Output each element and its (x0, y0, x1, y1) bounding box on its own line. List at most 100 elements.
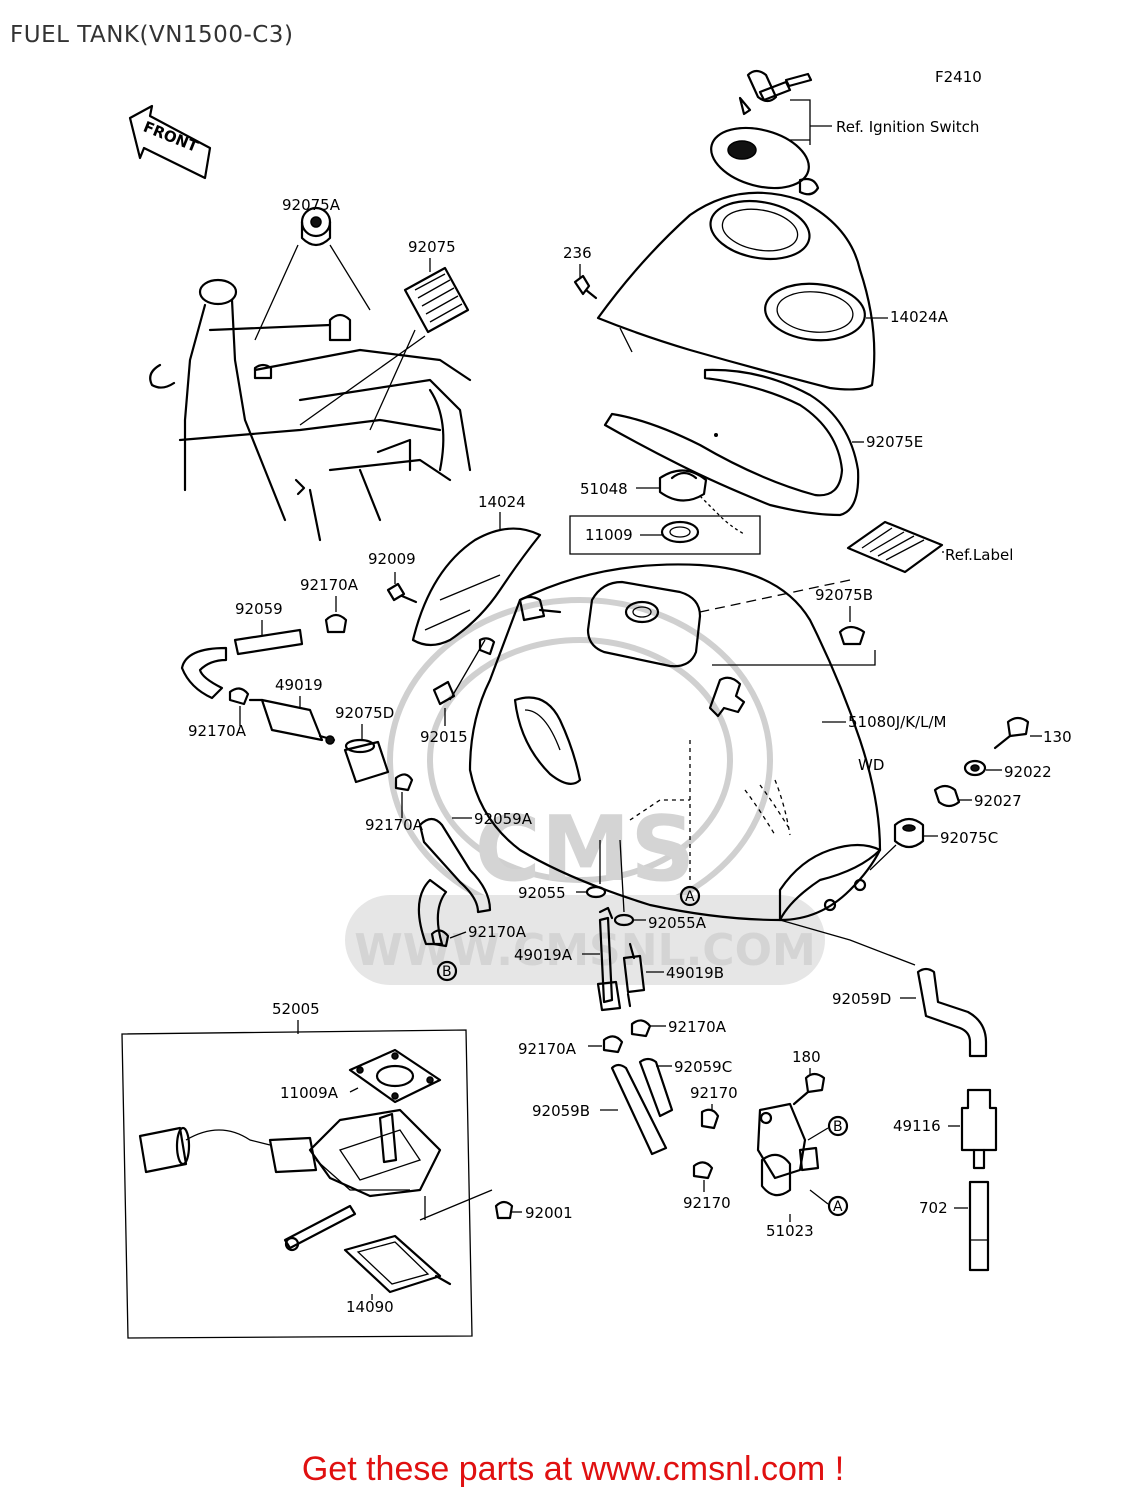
part-92059B[interactable]: 92059B (532, 1102, 590, 1120)
part-14024A[interactable]: 14024A (890, 308, 949, 326)
cmsnl-watermark: CMS WWW.CMSNL.COM (345, 597, 825, 985)
o-ring-92055A-icon (613, 913, 635, 927)
pipe-49019B-icon (622, 942, 646, 1008)
fuel-filter-49019-icon (248, 698, 336, 745)
part-92059A[interactable]: 92059A (474, 810, 533, 828)
part-11009A[interactable]: 11009A (280, 1084, 339, 1102)
ignition-cover-icon (710, 126, 820, 196)
figure-code: F2410 (935, 68, 982, 86)
damper-92075C-icon (893, 817, 925, 849)
part-180[interactable]: 180 (792, 1048, 821, 1066)
part-92059C[interactable]: 92059C (674, 1058, 732, 1076)
fuel-tank-exploded-diagram: CMS WWW.CMSNL.COM F2410 FRONT Ref. Ignit… (121, 68, 1072, 1339)
part-52005[interactable]: 52005 (272, 1000, 320, 1018)
page-title: FUEL TANK(VN1500-C3) (10, 22, 294, 48)
gasket-14090-icon (343, 1234, 452, 1294)
tank-model-code: 51080J/K/L/M (848, 713, 946, 731)
part-702[interactable]: 702 (919, 1199, 948, 1217)
hose-92059-icon (180, 628, 304, 700)
part-92170-lower[interactable]: 92170 (683, 1194, 731, 1212)
damper-92075D-icon (343, 738, 390, 784)
part-92059[interactable]: 92059 (235, 600, 283, 618)
bolt-92001-icon (494, 1200, 514, 1220)
marker-b-left: B (436, 960, 458, 982)
pipe-49019A-icon (596, 906, 622, 1012)
part-49019[interactable]: 49019 (275, 676, 323, 694)
tank-region-code: WD (858, 756, 884, 774)
svg-text:B: B (833, 1119, 843, 1135)
part-49019A[interactable]: 49019A (514, 946, 573, 964)
bolt-180-icon (792, 1072, 826, 1106)
part-92015[interactable]: 92015 (420, 728, 468, 746)
part-92170A-left[interactable]: 92170A (188, 722, 247, 740)
part-92027[interactable]: 92027 (974, 792, 1022, 810)
part-130[interactable]: 130 (1043, 728, 1072, 746)
trim-strip-icon (603, 368, 860, 517)
ref-ignition-switch: Ref. Ignition Switch (836, 118, 979, 136)
part-92170A-center[interactable]: 92170A (468, 923, 527, 941)
fuel-tank-icon (468, 563, 882, 922)
part-92075B[interactable]: 92075B (815, 586, 873, 604)
damper-92075-icon (403, 266, 470, 334)
ref-label: Ref.Label (945, 546, 1013, 564)
part-92055A[interactable]: 92055A (648, 914, 707, 932)
part-49019B[interactable]: 49019B (666, 964, 724, 982)
marker-a-upper: A (679, 885, 701, 907)
part-92055[interactable]: 92055 (518, 884, 566, 902)
washer-92022-icon (963, 759, 987, 777)
tank-cover-icon (596, 191, 876, 391)
part-236[interactable]: 236 (563, 244, 592, 262)
clamp-92170A-l-icon (602, 1035, 624, 1054)
part-92075A[interactable]: 92075A (282, 196, 341, 214)
collar-92027-icon (933, 784, 961, 808)
o-ring-92055-icon (585, 885, 607, 899)
fuel-cap-icon (658, 469, 745, 535)
part-51023[interactable]: 51023 (766, 1222, 814, 1240)
clamp-92170A-center-icon (430, 929, 450, 948)
front-arrow-icon: FRONT (128, 104, 212, 180)
svg-text:B: B (442, 964, 452, 980)
part-14024[interactable]: 14024 (478, 493, 526, 511)
marker-b-right: B (827, 1115, 849, 1137)
part-92059D[interactable]: 92059D (832, 990, 891, 1008)
hose-702-icon (968, 1180, 990, 1272)
damper-92075A-icon (300, 206, 332, 247)
part-51048[interactable]: 51048 (580, 480, 628, 498)
clip-92170-upper-icon (700, 1108, 720, 1130)
clip-92170-lower-icon (692, 1161, 714, 1180)
marker-a-lower: A (827, 1195, 849, 1217)
part-92170A-mid[interactable]: 92170A (365, 816, 424, 834)
assembly-52005-frame (121, 1029, 473, 1339)
cap-gasket-icon (660, 520, 700, 544)
hose-92059B-icon (610, 1063, 668, 1156)
svg-text:A: A (833, 1199, 843, 1215)
watermark-logo: CMS (475, 797, 695, 902)
side-cover-icon (411, 527, 562, 656)
part-11009[interactable]: 11009 (585, 526, 633, 544)
bolt-130-icon (993, 716, 1030, 750)
svg-text:A: A (685, 889, 695, 905)
part-92170A-upper[interactable]: 92170A (300, 576, 359, 594)
ref-label-plate-icon (846, 520, 944, 574)
part-92009[interactable]: 92009 (368, 550, 416, 568)
clamp-92170A-r-icon (630, 1019, 652, 1038)
ignition-key-icon (738, 69, 813, 116)
part-92075D[interactable]: 92075D (335, 704, 394, 722)
frame-icon (149, 278, 472, 542)
fuel-filter-49116-icon (960, 1088, 998, 1170)
part-92001[interactable]: 92001 (525, 1204, 573, 1222)
part-49116[interactable]: 49116 (893, 1117, 941, 1135)
hose-92059D-icon (916, 967, 988, 1058)
part-92075[interactable]: 92075 (408, 238, 456, 256)
part-92075E[interactable]: 92075E (866, 433, 923, 451)
part-92170A-right[interactable]: 92170A (668, 1018, 727, 1036)
level-sender-icon (138, 1108, 442, 1252)
part-14090[interactable]: 14090 (346, 1298, 394, 1316)
clamp-92170A-mid-icon (394, 773, 414, 792)
part-92022[interactable]: 92022 (1004, 763, 1052, 781)
footer-cta[interactable]: Get these parts at www.cmsnl.com ! (301, 1450, 845, 1488)
part-92170A-lower[interactable]: 92170A (518, 1040, 577, 1058)
part-92170-upper[interactable]: 92170 (690, 1084, 738, 1102)
part-92075C[interactable]: 92075C (940, 829, 998, 847)
